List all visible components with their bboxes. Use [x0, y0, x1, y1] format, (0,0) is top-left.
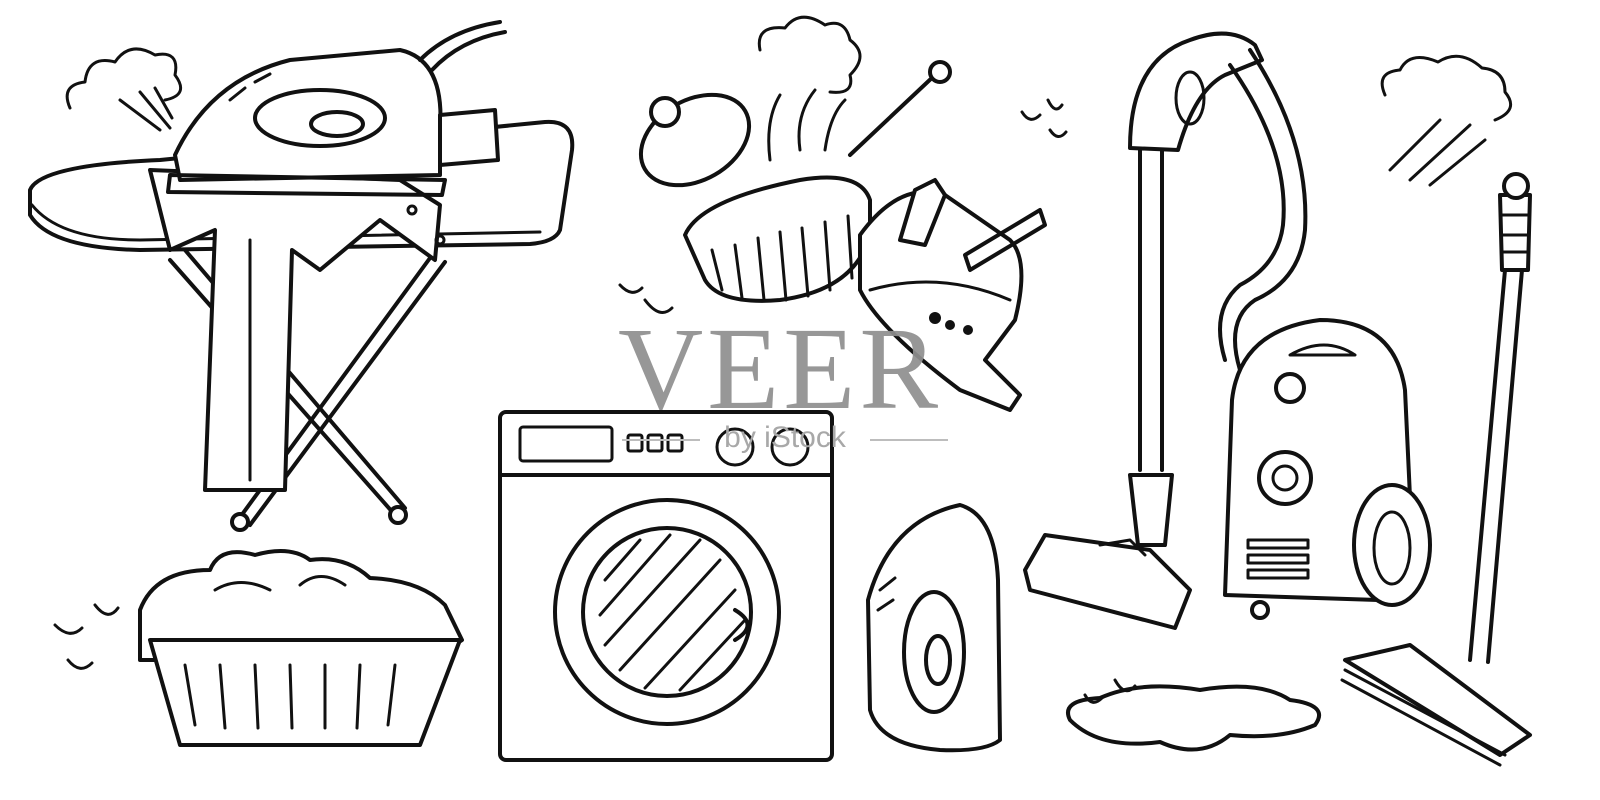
saucepan-ladle — [898, 178, 947, 247]
bubble — [963, 325, 973, 335]
steam-cloud — [65, 47, 183, 110]
vacuum-hose-port — [1274, 372, 1306, 404]
leg-foot — [388, 505, 408, 525]
watermark-brand: VEER — [618, 303, 942, 434]
mop-illustration — [1340, 54, 1532, 767]
iron-heel-rest — [438, 108, 500, 167]
iron-soleplate — [166, 173, 447, 197]
shirt-on-board — [148, 168, 442, 492]
water-droplets — [1020, 98, 1068, 138]
mop-grip-ridges — [1500, 213, 1530, 254]
watermark-sub: by iStock — [724, 421, 847, 454]
laundry-basket-illustration — [53, 549, 464, 747]
vacuum-wand-joint — [1128, 473, 1174, 547]
pot-lid-knob — [649, 96, 681, 128]
mop-handle — [1486, 268, 1524, 664]
vacuum-cleaner-illustration — [1023, 31, 1432, 630]
basket-body — [148, 638, 462, 747]
iron-dial — [924, 634, 952, 686]
vacuum-hose — [1218, 63, 1286, 362]
vacuum-nozzle — [1023, 533, 1192, 630]
iron-dial — [309, 110, 365, 138]
mop-handle — [1468, 268, 1507, 662]
pan-handle-end — [928, 60, 952, 84]
washer-button — [646, 433, 664, 453]
washer-display — [518, 425, 614, 463]
washer-button — [626, 433, 644, 453]
vacuum-nozzle-neck — [1098, 538, 1147, 557]
pot-stripes — [710, 214, 854, 302]
vacuum-grille — [1246, 538, 1310, 550]
water-droplets — [618, 283, 674, 314]
laundry-folds — [213, 575, 347, 592]
iron-buttons — [876, 576, 897, 612]
standalone-iron-illustration — [866, 503, 1002, 753]
watermark: VEER by iStock — [618, 303, 948, 454]
washer-button — [666, 433, 684, 453]
mop-head — [1343, 643, 1532, 757]
bubble — [929, 312, 941, 324]
shirt-button — [434, 234, 446, 246]
mop-handle-cap — [1502, 172, 1530, 200]
shirt-button — [406, 204, 418, 216]
washer-knob — [770, 427, 810, 467]
vacuum-handle — [1128, 31, 1264, 152]
vacuum-caster — [1250, 600, 1270, 620]
vacuum-badge — [1257, 450, 1313, 506]
ironing-board-edge — [30, 203, 542, 242]
vacuum-vent — [1288, 343, 1357, 357]
steam-cloud — [1380, 54, 1513, 122]
water-puddle — [1066, 684, 1322, 752]
basket-slats — [183, 663, 397, 730]
pan-handle — [848, 73, 937, 157]
ironing-board-illustration — [28, 20, 575, 532]
puddle-illustration — [1066, 678, 1322, 752]
steam-lines — [1388, 118, 1487, 187]
washer-door-glass — [581, 526, 753, 698]
vacuum-wheel — [1352, 483, 1432, 607]
bubble — [945, 320, 955, 330]
vacuum-grille — [1246, 553, 1310, 565]
pot-lid — [638, 92, 752, 188]
laundry-clothes — [138, 549, 464, 662]
vacuum-badge-center — [1271, 464, 1299, 492]
iron-cord — [430, 30, 507, 72]
leg-foot — [230, 512, 250, 532]
iron-cord — [418, 20, 502, 62]
saucepan-handle — [963, 208, 1047, 272]
steam-lines — [767, 88, 847, 162]
vacuum-handle-grip — [1174, 70, 1206, 126]
iron-buttons — [228, 72, 272, 102]
mop-grip — [1498, 193, 1532, 272]
washer-glass-stripes — [598, 533, 747, 692]
saucepan-rim — [868, 280, 1012, 302]
steam-lines — [118, 86, 174, 132]
water-droplets — [53, 603, 120, 670]
vacuum-grille — [1246, 568, 1310, 580]
water-droplets — [1083, 678, 1137, 704]
steam-cloud — [757, 15, 862, 94]
washer-door-latch — [733, 608, 750, 642]
pots-illustration — [618, 15, 1068, 412]
washing-machine-illustration — [498, 410, 834, 762]
mop-fringe — [1340, 668, 1507, 767]
vacuum-wheel-hub — [1372, 510, 1412, 586]
washer-knob — [715, 427, 755, 467]
pot-body — [683, 175, 872, 303]
